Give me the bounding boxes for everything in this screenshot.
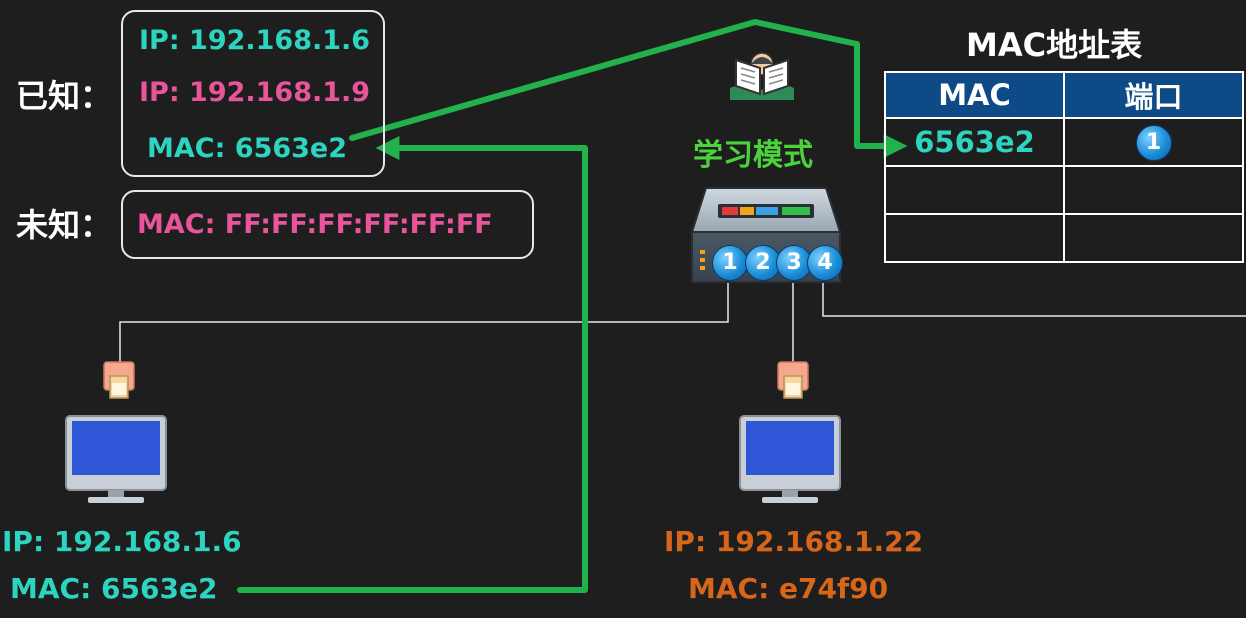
table-cell-port	[1063, 165, 1244, 215]
table-cell-mac	[884, 165, 1065, 215]
mac-table: MAC 端口 6563e2 1	[884, 71, 1244, 263]
mode-label: 学习模式	[693, 138, 813, 173]
left-computer	[65, 361, 167, 503]
middle-pc-ip: IP: 192.168.1.22	[664, 525, 924, 558]
table-row	[884, 165, 1244, 215]
unknown-mac: MAC: FF:FF:FF:FF:FF:FF	[137, 209, 493, 240]
switch-port-2[interactable]: 2	[745, 245, 781, 281]
table-cell-mac	[884, 213, 1065, 263]
middle-pc-mac: MAC: e74f90	[688, 572, 889, 605]
port-number-badge: 1	[1135, 124, 1172, 161]
known-box: IP: 192.168.1.6 IP: 192.168.1.9 MAC: 656…	[121, 10, 385, 177]
table-cell-port	[1063, 213, 1244, 263]
arrow-known-to-table	[349, 19, 908, 158]
port-column-header: 端口	[1063, 71, 1244, 119]
mac-column-header: MAC	[884, 71, 1065, 119]
table-cell-port: 1	[1063, 117, 1244, 167]
arrow-pc-to-known	[237, 136, 588, 593]
unknown-label: 未知：	[16, 206, 113, 244]
reading-person-icon	[730, 52, 794, 100]
left-pc-ip: IP: 192.168.1.6	[2, 525, 242, 558]
switch-port-4[interactable]: 4	[807, 245, 843, 281]
known-ip-2: IP: 192.168.1.9	[139, 77, 371, 108]
switch-ports: 1 2 3 4	[712, 245, 843, 281]
network-cables	[119, 282, 1246, 362]
left-pc-mac: MAC: 6563e2	[10, 572, 218, 605]
switch-port-1[interactable]: 1	[712, 245, 748, 281]
table-cell-mac: 6563e2	[884, 117, 1065, 167]
table-row: 6563e2 1	[884, 117, 1244, 167]
mac-table-title: MAC地址表	[966, 26, 1143, 64]
switch-port-3[interactable]: 3	[776, 245, 812, 281]
known-mac: MAC: 6563e2	[147, 133, 348, 164]
known-label: 已知：	[16, 77, 113, 115]
cable-port1-left-pc	[119, 282, 729, 362]
table-row	[884, 213, 1244, 263]
known-ip-1: IP: 192.168.1.6	[139, 25, 371, 56]
cable-port4-right	[822, 282, 1246, 317]
unknown-box: MAC: FF:FF:FF:FF:FF:FF	[121, 190, 534, 259]
mac-table-header-row: MAC 端口	[884, 71, 1244, 119]
middle-computer	[739, 361, 841, 503]
